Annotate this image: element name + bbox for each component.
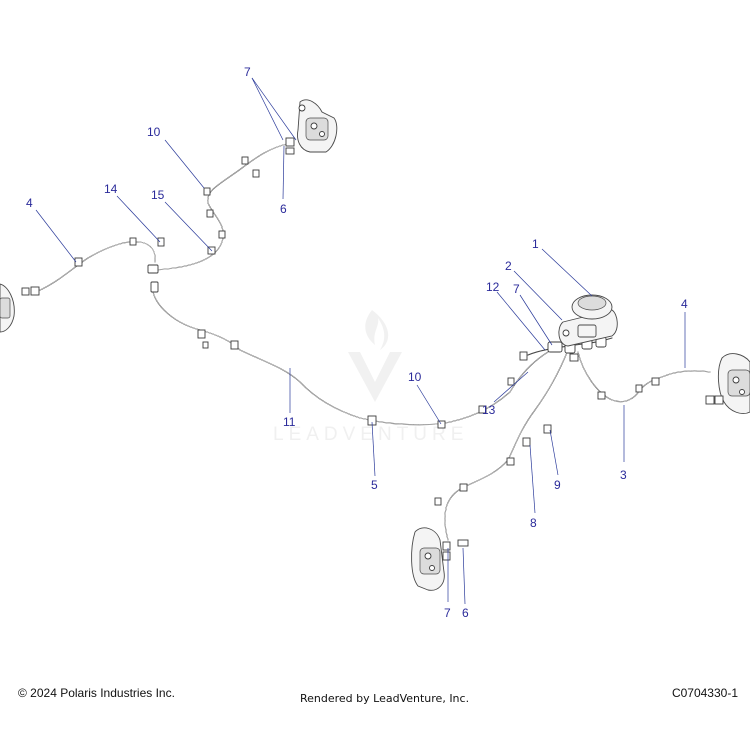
line-clips [74, 156, 660, 506]
callout-15: 15 [151, 188, 165, 202]
leader-lines [35, 77, 686, 605]
callout-10-middle: 10 [408, 370, 422, 384]
callout-9: 9 [554, 478, 561, 492]
callout-6-top: 6 [280, 202, 287, 216]
callout-8: 8 [530, 516, 537, 530]
callout-labels: 1 2 3 4 4 5 6 6 7 7 7 8 9 10 10 11 12 13… [26, 65, 688, 620]
rendered-by-text: Rendered by LeadVenture, Inc. [300, 692, 470, 705]
callout-7-top: 7 [244, 65, 251, 79]
master-cylinder [558, 294, 618, 347]
caliper-rear-bottom [411, 527, 469, 591]
callout-4-right: 4 [681, 297, 688, 311]
leadventure-watermark: LEADVENTURE [273, 310, 468, 445]
callout-12: 12 [486, 280, 500, 294]
caliper-rear-right [705, 353, 750, 414]
callout-1: 1 [532, 237, 539, 251]
caliper-front-top [285, 99, 338, 155]
callout-11: 11 [283, 415, 296, 429]
callout-13: 13 [482, 403, 496, 417]
brake-line-15 [154, 143, 288, 271]
callout-7-middle: 7 [513, 282, 520, 296]
callout-7-bottom: 7 [444, 606, 451, 620]
callout-14: 14 [104, 182, 118, 196]
callout-5: 5 [371, 478, 378, 492]
watermark-text: LEADVENTURE [273, 424, 468, 445]
brake-line-8 [444, 349, 569, 541]
diagram-code: C0704330-1 [671, 686, 738, 700]
copyright-text: © 2024 Polaris Industries Inc. [18, 686, 175, 700]
callout-2: 2 [505, 259, 512, 273]
callout-10-top: 10 [147, 125, 161, 139]
callout-4-left: 4 [26, 196, 33, 210]
callout-3: 3 [620, 468, 627, 482]
brake-line-4-left [37, 241, 156, 292]
callout-6-bottom: 6 [462, 606, 469, 620]
caliper-front-left [0, 283, 40, 333]
